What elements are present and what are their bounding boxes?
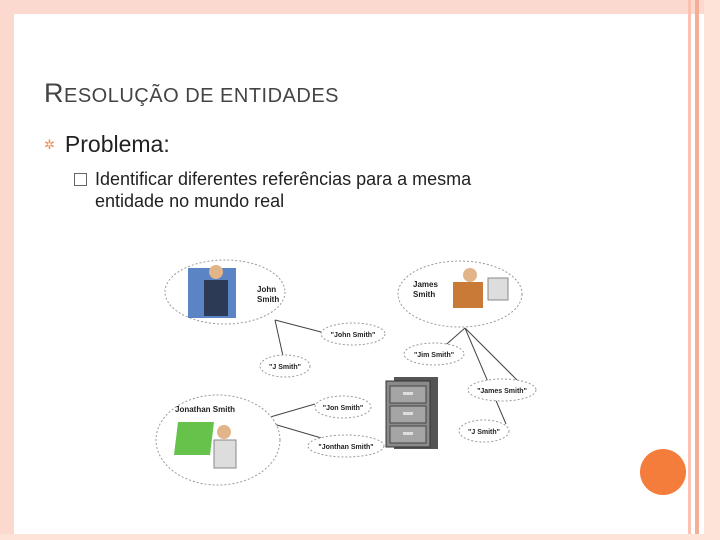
- filing-cabinet-icon: [386, 377, 438, 449]
- slide-frame-bottom: [0, 534, 720, 540]
- bullet-problem-text: Problema:: [65, 131, 170, 158]
- label-ref-jon-smith: "Jon Smith": [323, 405, 363, 412]
- slide-frame-right: [704, 0, 720, 540]
- label-ref-james-smith: "James Smith": [477, 388, 527, 395]
- reference-jonthan-smith: "Jonthan Smith": [308, 435, 384, 457]
- computer-monitor-icon: [488, 278, 508, 300]
- connector-line: [275, 320, 283, 356]
- drawer-handle: [403, 412, 413, 415]
- label-jonathan-smith: Jonathan Smith: [175, 405, 235, 414]
- label-ref-jonthan-smith: "Jonthan Smith": [318, 444, 373, 451]
- presentation-board-icon: [174, 422, 214, 455]
- reference-jim-smith: "Jim Smith": [404, 343, 464, 365]
- title-rest: esolução de entidades: [64, 85, 339, 107]
- slide-frame-left: [0, 0, 14, 540]
- drawer-handle: [403, 432, 413, 435]
- person-jonathan-smith: Jonathan Smith: [156, 395, 280, 485]
- bullet-star-icon: ✲: [44, 137, 55, 153]
- title-first-letter: R: [44, 78, 64, 108]
- connector-line: [275, 320, 325, 333]
- person-presenting-icon: [214, 440, 236, 468]
- slide-frame-right-line: [688, 0, 691, 540]
- person-suit-icon: [204, 280, 228, 316]
- slide-title: Resolução de entidades: [44, 78, 339, 109]
- label-ref-john-smith: "John Smith": [331, 332, 376, 339]
- connector-line: [465, 328, 520, 383]
- slide-frame-top: [0, 0, 720, 14]
- person-head-icon: [217, 425, 231, 439]
- bullet-problem: ✲ Problema:: [44, 131, 170, 158]
- person-head-icon: [463, 268, 477, 282]
- person-head-icon: [209, 265, 223, 279]
- checkbox-bullet-icon: [74, 173, 87, 186]
- person-working-image: [453, 282, 483, 308]
- label-ref-jim-smith: "Jim Smith": [414, 352, 454, 359]
- label-ref-j-smith: "J Smith": [468, 429, 500, 436]
- drawer-handle: [403, 392, 413, 395]
- reference-j-smith-right: "J Smith": [459, 420, 509, 442]
- reference-james-smith: "James Smith": [468, 379, 536, 401]
- connector-line: [465, 328, 506, 424]
- sub-bullet-text: Identificar diferentes referências para …: [95, 168, 544, 212]
- decorative-orange-circle: [640, 449, 686, 495]
- reference-jon-smith: "Jon Smith": [315, 396, 371, 418]
- slide-frame-right-line: [695, 0, 699, 540]
- sub-bullet: Identificar diferentes referências para …: [74, 168, 544, 212]
- reference-j-smith-left: "J Smith": [260, 355, 310, 377]
- reference-john-smith: "John Smith": [321, 323, 385, 345]
- label-ref-j-smith: "J Smith": [269, 364, 301, 371]
